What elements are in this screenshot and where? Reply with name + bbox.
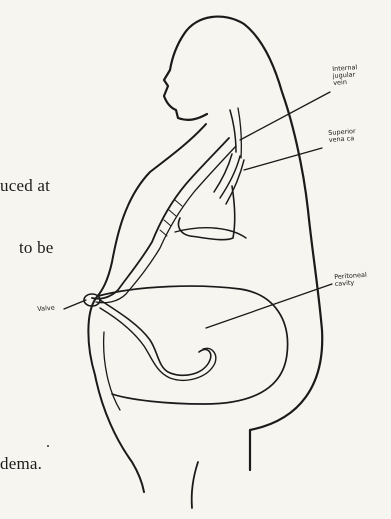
page-speck	[47, 445, 49, 447]
belly-curve	[104, 332, 120, 410]
leader-vena-cava	[244, 148, 322, 170]
vena-cava-vessels	[214, 154, 244, 204]
peritoneal-catheter-inner	[100, 308, 216, 380]
jugular-vein-vessel-2	[238, 108, 241, 158]
label-superior-vena-cava: Superior vena ca	[328, 128, 356, 144]
text-fragment-3: dema.	[0, 454, 42, 474]
label-peritoneal-cavity: Peritoneal cavity	[334, 272, 368, 288]
text-fragment-2: to be	[19, 238, 54, 258]
label-valve: Valve	[37, 305, 55, 313]
shunt-catheter-outer	[92, 138, 229, 299]
body-outline	[164, 17, 322, 470]
label-internal-jugular-vein: Internal jugular vein	[332, 64, 358, 87]
arm-outline	[178, 186, 234, 240]
arm-lower-line	[175, 228, 246, 238]
leg-outline	[192, 462, 198, 508]
jugular-vein-vessel	[230, 110, 236, 152]
front-torso-outline	[88, 124, 206, 492]
text-fragment-1: uced at	[0, 176, 50, 196]
leader-valve	[64, 300, 86, 309]
leader-peritoneal	[206, 284, 332, 328]
shunt-catheter-inner	[96, 146, 236, 303]
peritoneal-cavity-outline	[98, 286, 288, 404]
